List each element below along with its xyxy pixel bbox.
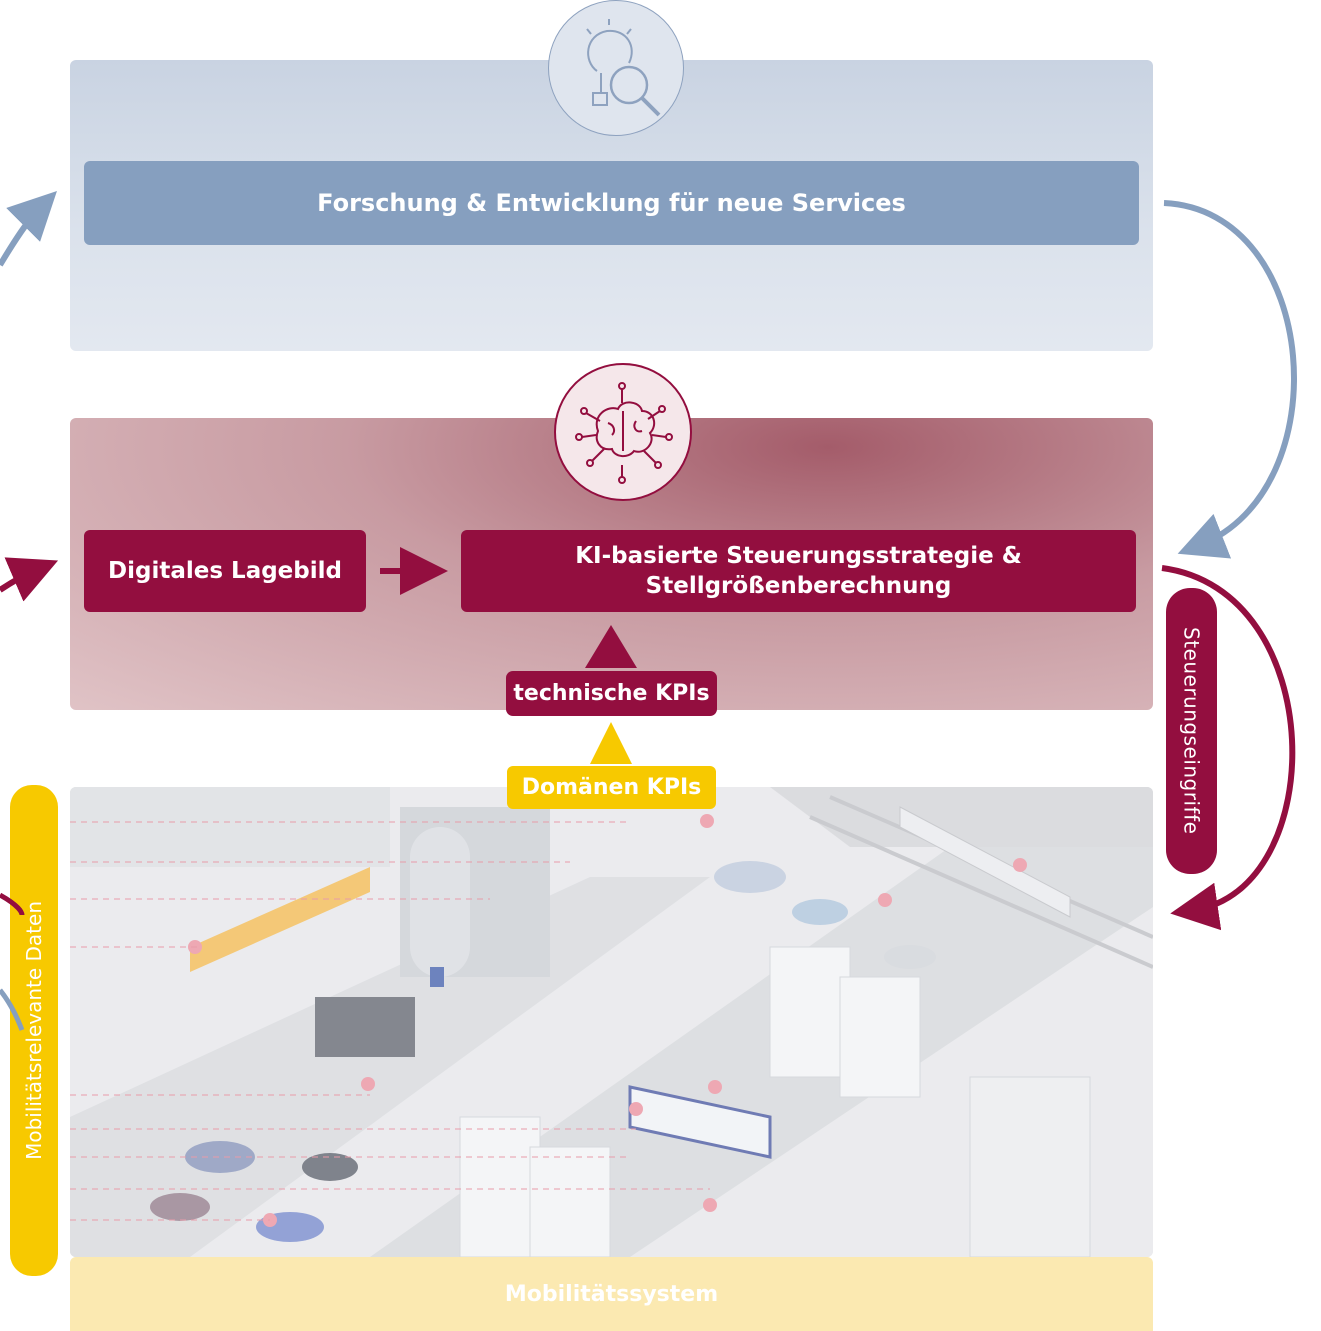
ai-control-strategy-box: KI-basierte Steuerungsstrategie & Stellg…	[461, 530, 1136, 612]
mobility-data-label: Mobilitätsrelevante Daten	[10, 785, 58, 1276]
feedback-arrow-left	[0, 191, 57, 267]
data-curve-fragment-blue	[0, 988, 25, 1031]
control-interventions-label: Steuerungseingriffe	[1166, 588, 1217, 874]
data-curve-fragment	[0, 892, 25, 916]
lightbulb-magnifier-icon	[548, 0, 684, 136]
tech-kpi-arrow	[585, 625, 637, 668]
mobility-system-footer: Mobilitätssystem	[70, 1257, 1153, 1331]
control-interventions-text: Steuerungseingriffe	[1179, 627, 1204, 835]
control-arrow-right	[1161, 565, 1296, 931]
brain-network-icon	[554, 363, 692, 501]
domain-kpi-arrow	[590, 722, 632, 764]
feedback-arrow-right	[1163, 200, 1297, 559]
ai-control-strategy-line2: Stellgrößenberechnung	[645, 573, 952, 599]
digital-situation-box: Digitales Lagebild	[84, 530, 366, 612]
city-mobility-illustration	[70, 787, 1153, 1257]
data-arrow-left	[0, 557, 59, 602]
research-development-box: Forschung & Entwicklung für neue Service…	[84, 161, 1139, 245]
technical-kpis-badge: technische KPIs	[506, 671, 717, 716]
domain-kpis-badge: Domänen KPIs	[507, 766, 716, 809]
city-scene-graphic	[70, 787, 1153, 1257]
ai-control-strategy-line1: KI-basierte Steuerungsstrategie &	[575, 543, 1022, 569]
